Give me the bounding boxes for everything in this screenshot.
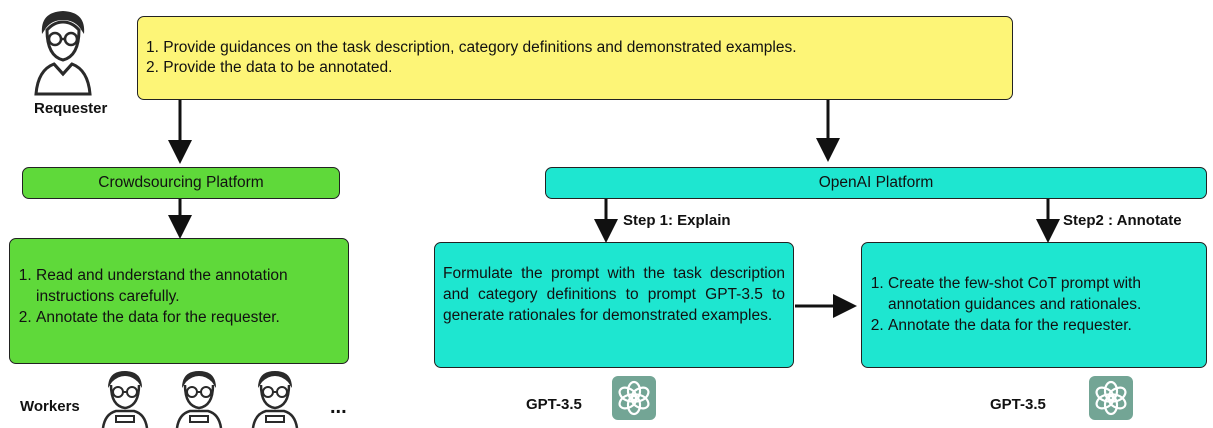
workers-ellipsis: ...: [330, 396, 347, 418]
workers-label: Workers: [20, 398, 80, 415]
worker-icon: [175, 371, 223, 428]
annotate-box: Create the few-shot CoT prompt with anno…: [861, 242, 1207, 368]
worker-steps-list: Read and understand the annotation instr…: [14, 265, 342, 328]
requester-guidance-line-2: 2. Provide the data to be annotated.: [146, 59, 393, 76]
openai-logo-icon: [1089, 376, 1133, 420]
openai-platform-box: OpenAI Platform: [545, 167, 1207, 199]
worker-step-1: Read and understand the annotation instr…: [36, 265, 342, 307]
annotate-step-1: Create the few-shot CoT prompt with anno…: [888, 273, 1200, 315]
openai-logo-glyph: [1095, 380, 1127, 416]
worker-instructions-box: Read and understand the annotation instr…: [9, 238, 349, 364]
worker-step-2: Annotate the data for the requester.: [36, 307, 342, 328]
worker-icon: [101, 371, 149, 428]
step2-label: Step2 : Annotate: [1063, 212, 1182, 229]
annotate-steps-list: Create the few-shot CoT prompt with anno…: [866, 273, 1200, 336]
openai-logo-icon: [612, 376, 656, 420]
requester-guidance-line-1: 1. Provide guidances on the task descrip…: [146, 39, 797, 56]
openai-logo-glyph: [618, 380, 650, 416]
explain-box: Formulate the prompt with the task descr…: [434, 242, 794, 368]
requester-label: Requester: [34, 100, 108, 117]
gpt-label-1: GPT-3.5: [526, 396, 582, 413]
step1-label: Step 1: Explain: [623, 212, 731, 229]
crowdsourcing-platform-box: Crowdsourcing Platform: [22, 167, 340, 199]
worker-icon: [251, 371, 299, 428]
person-icon: [34, 11, 92, 96]
requester-guidance-box: 1. Provide guidances on the task descrip…: [137, 16, 1013, 100]
gpt-label-2: GPT-3.5: [990, 396, 1046, 413]
annotate-step-2: Annotate the data for the requester.: [888, 315, 1200, 336]
